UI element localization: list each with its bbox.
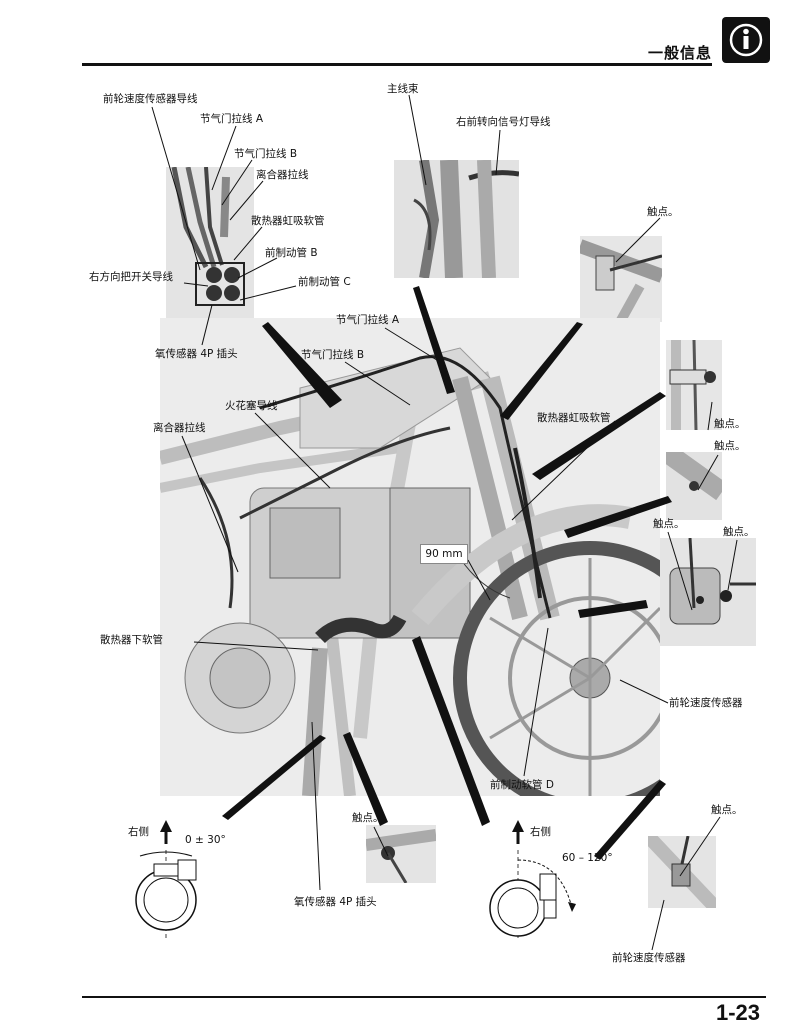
label-radiator-lower-hose: 散热器下软管 bbox=[100, 634, 163, 646]
label-clutch-cable-top: 离合器拉线 bbox=[256, 169, 309, 181]
label-clutch-cable-main: 离合器拉线 bbox=[153, 422, 206, 434]
label-throttle-cable-a-main: 节气门拉线 A bbox=[336, 314, 400, 326]
label-throttle-cable-b-main: 节气门拉线 B bbox=[301, 349, 365, 361]
label-radiator-siphon-hose-main: 散热器虹吸软管 bbox=[537, 412, 611, 424]
label-angle-right: 60 – 120° bbox=[562, 852, 613, 864]
label-right-front-turn-signal-wire: 右前转向信号灯导线 bbox=[456, 116, 551, 128]
main-harness-inset bbox=[394, 160, 519, 278]
label-contact-2: 触点。 bbox=[714, 418, 746, 430]
label-contact-3: 触点。 bbox=[714, 440, 746, 452]
label-o2-sensor-connector-top: 氧传感器 4P 插头 bbox=[155, 348, 238, 360]
label-contact-7: 触点。 bbox=[711, 804, 743, 816]
label-throttle-cable-a-top: 节气门拉线 A bbox=[200, 113, 264, 125]
contact-inset-2 bbox=[666, 340, 722, 430]
label-front-brake-hose-d: 前制动软管 D bbox=[490, 779, 554, 791]
label-front-wheel-speed-sensor-wire: 前轮速度传感器导线 bbox=[103, 93, 198, 105]
label-angle-left: 0 ± 30° bbox=[185, 834, 226, 846]
label-spark-plug-wire: 火花塞导线 bbox=[225, 400, 278, 412]
clamp-diagram-left bbox=[135, 820, 197, 940]
page-number: 1-23 bbox=[716, 1000, 761, 1025]
label-contact-1: 触点。 bbox=[647, 206, 679, 218]
label-front-wheel-speed-sensor-bottom: 前轮速度传感器 bbox=[612, 952, 686, 964]
section-title: 一般信息 bbox=[648, 44, 713, 62]
label-o2-sensor-connector-bottom: 氧传感器 4P 插头 bbox=[294, 896, 377, 908]
caliper-inset bbox=[660, 538, 756, 646]
speed-sensor-inset bbox=[648, 836, 716, 908]
label-contact-6: 触点。 bbox=[352, 812, 384, 824]
label-front-wheel-speed-sensor-main: 前轮速度传感器 bbox=[669, 697, 743, 709]
label-radiator-siphon-hose-top: 散热器虹吸软管 bbox=[251, 215, 325, 227]
label-right-side-right: 右侧 bbox=[530, 826, 551, 838]
contact-inset-bottom-1 bbox=[366, 825, 436, 883]
clamp-diagram-right bbox=[489, 820, 576, 940]
label-contact-4: 触点。 bbox=[653, 518, 685, 530]
distance-label: 90 mm bbox=[420, 544, 468, 564]
label-main-harness: 主线束 bbox=[387, 83, 419, 95]
footer-rule bbox=[82, 996, 766, 998]
header-rule bbox=[82, 63, 712, 66]
handlebar-cable-inset bbox=[166, 167, 254, 319]
label-right-handlebar-switch-wire: 右方向把开关导线 bbox=[89, 271, 173, 283]
label-brake-hose-b: 前制动管 B bbox=[265, 247, 318, 259]
label-throttle-cable-b-top: 节气门拉线 B bbox=[234, 148, 298, 160]
label-right-side-left: 右侧 bbox=[128, 826, 149, 838]
label-brake-hose-c: 前制动管 C bbox=[298, 276, 351, 288]
contact-inset-1 bbox=[580, 236, 662, 322]
info-icon bbox=[722, 17, 770, 63]
motorcycle-main-illustration bbox=[160, 318, 660, 796]
label-contact-5: 触点。 bbox=[723, 526, 755, 538]
